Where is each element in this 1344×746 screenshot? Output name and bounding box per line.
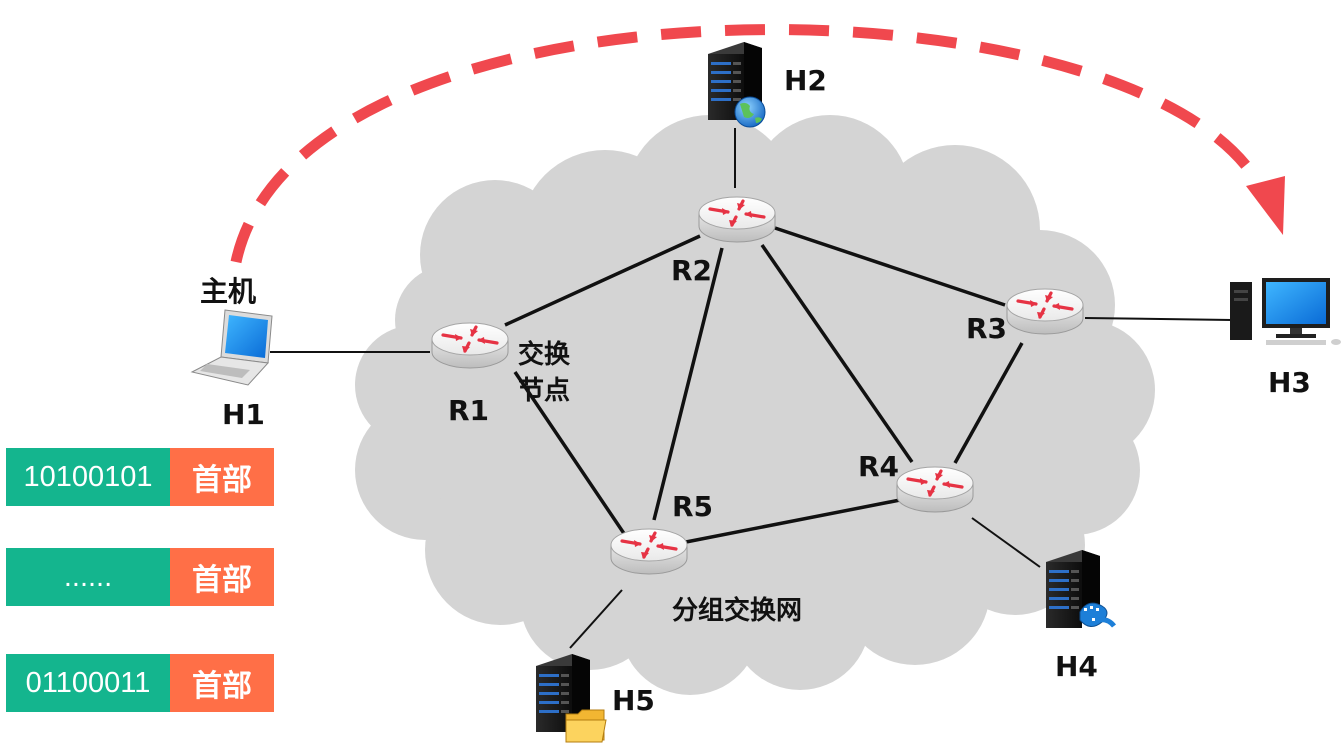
h2-web-server-icon [708, 42, 766, 128]
h5-file-server-icon [536, 654, 607, 743]
packet-2-header: 首部 [170, 548, 274, 606]
network-name-label: 分组交换网 [672, 596, 803, 626]
router-r5 [609, 527, 689, 576]
link-r1-r2 [504, 234, 701, 327]
link-r3-h3 [1084, 317, 1233, 321]
h1-label: H1 [222, 398, 265, 431]
h1-laptop-icon [190, 309, 273, 386]
router-r3 [1005, 287, 1085, 336]
host-label: 主机 [200, 275, 257, 308]
link-r5-r4 [685, 498, 901, 544]
link-r4-h4 [971, 517, 1041, 568]
link-r2-r3 [774, 226, 1006, 307]
r1-label: R1 [448, 394, 490, 427]
links [270, 128, 1233, 649]
link-r3-r4 [953, 342, 1024, 464]
switch-node-label-line1: 交换 [518, 340, 571, 370]
link-r2-r4 [760, 244, 914, 463]
packet-1-header: 首部 [170, 448, 274, 506]
router-r4 [895, 465, 975, 514]
switch-node-label-line2: 节点 [518, 376, 571, 406]
packet-3: 01100011 首部 [6, 654, 274, 712]
packet-2-bits: ...... [6, 548, 170, 606]
r4-label: R4 [858, 450, 900, 483]
r3-label: R3 [966, 312, 1008, 345]
link-r5-h5 [569, 589, 623, 649]
h3-label: H3 [1268, 366, 1311, 399]
link-r1-r5 [513, 371, 627, 536]
packet-3-bits: 01100011 [6, 654, 170, 712]
link-r2-r5 [652, 247, 724, 521]
router-r2 [697, 195, 777, 244]
packet-3-header: 首部 [170, 654, 274, 712]
packet-1-bits: 10100101 [6, 448, 170, 506]
r2-label: R2 [671, 254, 713, 287]
h4-media-server-icon [1046, 550, 1116, 628]
router-r1 [430, 321, 510, 370]
route-arrow [230, 24, 1285, 264]
h5-label: H5 [612, 684, 655, 717]
h4-label: H4 [1055, 650, 1098, 683]
h2-label: H2 [784, 64, 827, 97]
packet-1: 10100101 首部 [6, 448, 274, 506]
packet-2: ...... 首部 [6, 548, 274, 606]
r5-label: R5 [672, 490, 714, 523]
h3-desktop-computer-icon [1230, 278, 1341, 345]
